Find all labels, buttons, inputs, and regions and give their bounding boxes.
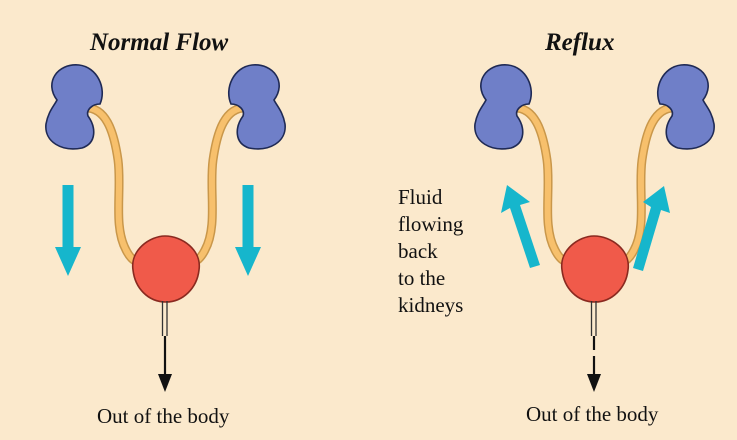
reflux-arrow-left	[501, 185, 540, 268]
reflux-title: Reflux	[545, 29, 614, 57]
normal-flow-title: Normal Flow	[90, 29, 228, 57]
annotation-line: to the	[398, 265, 463, 292]
reflux-exit-arrow	[587, 336, 601, 392]
normal-exit-arrow	[158, 336, 172, 392]
reflux-annotation: Fluid flowing back to the kidneys	[398, 184, 463, 319]
normal-flow-caption: Out of the body	[97, 404, 229, 429]
annotation-line: Fluid	[398, 184, 463, 211]
normal-flow-arrow-left	[55, 185, 81, 276]
annotation-line: back	[398, 238, 463, 265]
normal-flow-arrow-right	[235, 185, 261, 276]
reflux-caption: Out of the body	[526, 402, 658, 427]
annotation-line: kidneys	[398, 292, 463, 319]
annotation-line: flowing	[398, 211, 463, 238]
